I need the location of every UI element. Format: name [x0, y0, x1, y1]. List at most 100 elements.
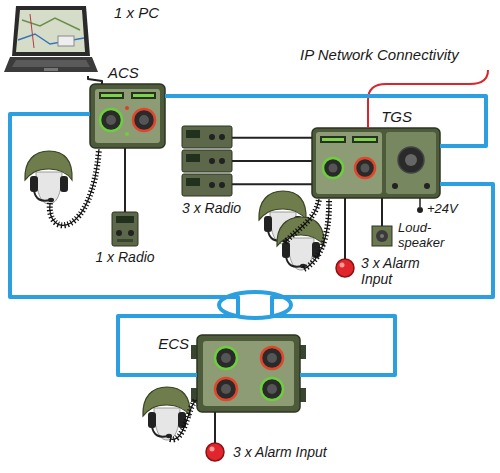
loudspeaker-outline — [372, 226, 392, 246]
control-station-outline — [197, 335, 300, 412]
knob-cap — [221, 353, 231, 363]
ring-bus — [165, 96, 486, 146]
helmet-headset — [25, 151, 72, 204]
gateway-station-label: TGS — [381, 108, 412, 125]
loudspeaker: Loud- speaker — [372, 226, 456, 250]
knob — [261, 347, 283, 369]
knob-cap — [405, 154, 417, 166]
ip-network-line — [368, 70, 488, 128]
radio-knob — [219, 182, 225, 188]
radio-stack-label: 3 x Radio — [182, 200, 241, 216]
speaker-cone — [376, 230, 388, 242]
radio-knob — [219, 158, 225, 164]
unit-face — [386, 132, 436, 194]
voltage-label-holder: +24V — [427, 201, 458, 216]
display-bar — [133, 94, 154, 97]
control-station-label: ECS — [158, 335, 189, 352]
knob-cap — [267, 384, 277, 394]
cable — [232, 183, 312, 185]
unit-housing — [312, 128, 440, 198]
coiled-cord — [50, 149, 99, 225]
display — [352, 136, 378, 143]
cable — [88, 76, 102, 84]
unit-housing — [90, 84, 165, 148]
alarm-input-label: 3 x Alarm Input — [361, 255, 441, 287]
laptop-screen — [16, 10, 85, 52]
radio-unit — [182, 174, 232, 196]
radio-display — [186, 130, 200, 138]
radio-stack: 3 x Radio — [182, 126, 232, 216]
alarm-input-outline — [206, 443, 224, 461]
loudspeaker-label: Loud- speaker — [398, 220, 456, 250]
cable — [232, 160, 312, 162]
control-station-label: ACS — [108, 64, 139, 81]
alarm-highlight — [340, 263, 345, 268]
connector-socket — [392, 183, 398, 189]
knob-cap — [329, 164, 338, 173]
cable — [214, 412, 216, 443]
knob — [133, 109, 155, 131]
alarm-lamp — [336, 259, 354, 277]
coiled-cord — [304, 199, 329, 269]
radio-knob — [219, 134, 225, 140]
radio-unit-label: 1 x Radio — [95, 249, 154, 265]
display — [131, 92, 156, 99]
cable — [232, 137, 312, 139]
display-bar — [354, 138, 376, 141]
speaker-cap — [380, 234, 384, 238]
unit-face — [95, 89, 160, 143]
connector-socket — [424, 183, 430, 189]
unit-housing — [197, 335, 300, 412]
network-label-holder: IP Network Connectivity — [300, 46, 459, 63]
coiled-cord — [304, 199, 329, 269]
control-station: ACS — [90, 64, 165, 148]
knob-cap — [139, 115, 149, 125]
alarm-lamp — [206, 443, 224, 461]
knob-cap — [267, 353, 277, 363]
alarm-input-outline — [336, 259, 354, 277]
knob — [261, 378, 283, 400]
display — [320, 136, 346, 143]
laptop-bezel — [12, 6, 90, 56]
helmet-headset — [277, 217, 324, 270]
alarm-input: 3 x Alarm Input — [336, 259, 441, 287]
radio-display — [186, 178, 200, 186]
gateway-station-outline — [312, 128, 440, 198]
display-bar — [101, 94, 122, 97]
knob — [215, 347, 237, 369]
knob — [398, 147, 424, 173]
alarm-input: 3 x Alarm Input — [206, 443, 327, 461]
coiled-cord — [170, 400, 197, 439]
coiled-cord — [170, 400, 197, 439]
network-label: IP Network Connectivity — [300, 46, 459, 63]
radio-knob — [128, 230, 134, 236]
radio-knob — [209, 182, 215, 188]
coiled-cord — [285, 199, 319, 243]
ring-bus — [272, 184, 493, 375]
led — [125, 132, 129, 136]
control-station: ECS — [158, 335, 300, 412]
map-window — [58, 36, 74, 46]
knob — [215, 378, 237, 400]
knob — [355, 158, 375, 178]
voltage-label: +24V — [427, 201, 458, 216]
radio-unit — [182, 150, 232, 172]
radio-stack-outline — [182, 126, 232, 196]
unit-face — [316, 132, 382, 194]
laptop-base — [4, 57, 98, 72]
touchpad — [44, 68, 58, 71]
radio-unit — [112, 212, 138, 246]
alarm-input-label: 3 x Alarm Input — [233, 444, 327, 460]
radio-unit-outline — [112, 212, 138, 246]
radio-display — [116, 216, 134, 223]
speaker-box — [372, 226, 392, 246]
laptop-pc-outline — [4, 4, 98, 76]
knob-cap — [361, 164, 370, 173]
cable — [124, 148, 126, 212]
radio-unit — [182, 126, 232, 148]
radio-knob — [209, 158, 215, 164]
